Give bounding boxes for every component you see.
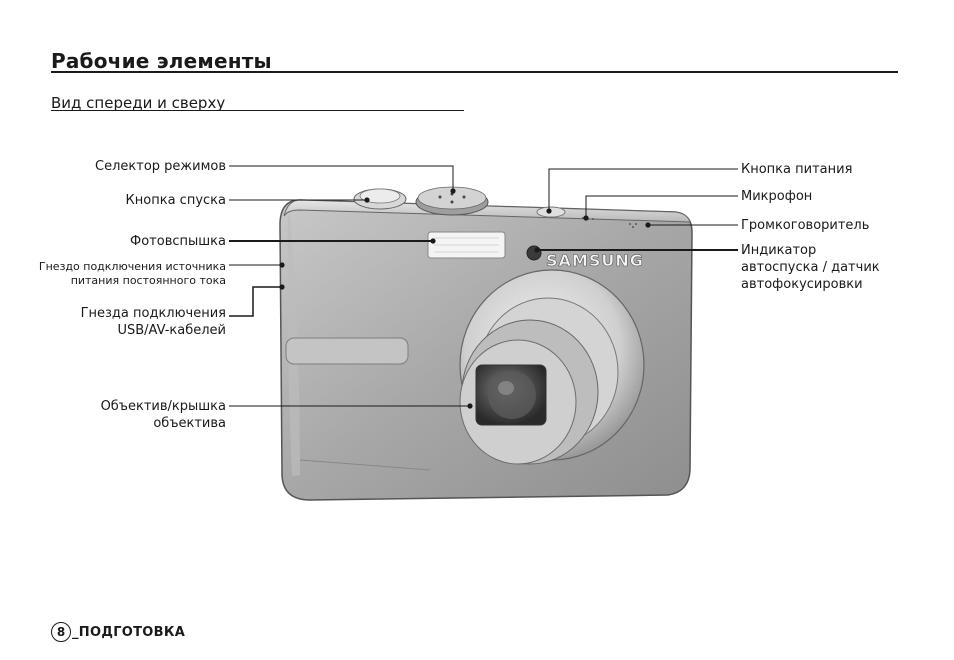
leader-lines: [229, 165, 738, 407]
mode-dial-illustration: [415, 186, 489, 216]
label-lens: Объектив/крышка объектива: [101, 398, 226, 432]
page-subtitle: Вид спереди и сверху: [51, 94, 226, 112]
label-dc-jack-line2: питания постоянного тока: [70, 274, 226, 287]
label-lens-line2: объектива: [153, 416, 226, 431]
label-indicator-line3: автофокусировки: [741, 277, 863, 292]
label-lens-line1: Объектив/крышка: [100, 399, 226, 414]
label-indicator-line2: автоспуска / датчик: [741, 260, 880, 275]
label-indicator-line1: Индикатор: [741, 243, 817, 258]
lens-illustration: [459, 269, 645, 465]
title-rule: [51, 71, 898, 73]
label-power-button: Кнопка питания: [741, 162, 853, 177]
flash-illustration: [427, 231, 506, 259]
speaker-holes: [629, 223, 637, 228]
label-usb-av-line1: Гнезда подключения: [80, 306, 226, 321]
label-speaker: Громкоговоритель: [741, 218, 870, 233]
label-microphone: Микрофон: [741, 189, 813, 204]
label-usb-av-line2: USB/AV-кабелей: [117, 323, 226, 338]
page-title: Рабочие элементы: [51, 49, 272, 73]
label-usb-av: Гнезда подключения USB/AV-кабелей: [81, 305, 226, 339]
shutter-button-illustration: [353, 188, 407, 210]
brand-logo: SAMSUNG: [546, 251, 644, 270]
label-mode-selector: Селектор режимов: [95, 159, 226, 174]
label-indicator: Индикатор автоспуска / датчик автофокуси…: [741, 242, 880, 293]
page-footer: 8 _ПОДГОТОВКА: [51, 622, 185, 642]
section-name: _ПОДГОТОВКА: [72, 624, 186, 640]
label-shutter-button: Кнопка спуска: [125, 193, 226, 208]
leader-dots: [279, 188, 651, 409]
label-dc-jack: Гнездо подключения источника питания пос…: [39, 260, 226, 288]
page-number: 8: [51, 622, 71, 642]
indicator-lamp: [526, 245, 542, 261]
label-dc-jack-line1: Гнездо подключения источника: [38, 260, 226, 273]
label-flash: Фотовспышка: [130, 234, 226, 249]
subtitle-rule: [51, 110, 464, 111]
